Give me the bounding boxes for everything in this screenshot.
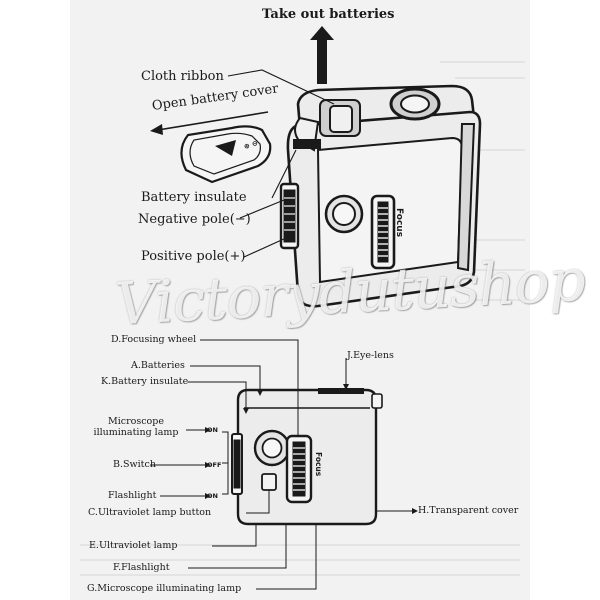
- label-flashlight-side: Flashlight: [108, 490, 157, 501]
- battery-compartment: [293, 99, 361, 152]
- label-microscope-lamp-g: G.Microscope illuminating lamp: [87, 583, 242, 594]
- focus-label-top: Focus: [394, 208, 404, 238]
- bottom-leader-lines: [150, 339, 412, 590]
- label-focusing-wheel: D.Focusing wheel: [111, 334, 197, 345]
- switch-off: OFF: [207, 461, 222, 469]
- label-microscope-lamp-line2: illuminating lamp: [93, 427, 179, 438]
- side-switch-bottom: [231, 433, 243, 495]
- focus-label-bottom: Focus: [314, 452, 323, 477]
- lamp-window-top: [324, 194, 364, 234]
- label-uv-lamp-button: C.Ultraviolet lamp button: [88, 507, 212, 518]
- label-cloth-ribbon: Cloth ribbon: [141, 69, 224, 84]
- label-batteries: A.Batteries: [131, 360, 185, 371]
- switch-on-top: ON: [207, 426, 218, 434]
- label-uv-lamp: E.Ultraviolet lamp: [89, 540, 178, 551]
- label-switch: B.Switch: [113, 459, 156, 470]
- label-battery-insulate-k: K.Battery insulate: [101, 376, 189, 387]
- label-eye-lens: J.Eye-lens: [347, 350, 394, 361]
- label-flashlight-f: F.Flashlight: [113, 562, 170, 573]
- focus-wheel-bottom: [285, 434, 313, 504]
- uv-lamp-button-bottom: [261, 473, 277, 491]
- top-leader-lines: [227, 69, 335, 258]
- switch-on-bottom: ON: [207, 492, 218, 500]
- take-out-arrow: [310, 26, 334, 84]
- side-switch-top: [279, 182, 300, 250]
- leader-arrowheads: [205, 384, 418, 514]
- battery-cover: [180, 125, 272, 184]
- lamp-window-bottom: [253, 429, 291, 467]
- label-battery-insulate: Battery insulate: [141, 190, 247, 205]
- label-microscope-lamp-line1: Microscope: [108, 416, 164, 427]
- label-negative-pole: Negative pole(−): [138, 212, 251, 227]
- label-positive-pole: Positive pole(+): [141, 249, 246, 264]
- cover-arrow: [150, 111, 269, 135]
- label-take-out-batteries: Take out batteries: [262, 7, 395, 22]
- label-transparent-cover: H.Transparent cover: [418, 505, 519, 516]
- focus-wheel-top: [370, 194, 396, 270]
- switch-bracket: [222, 431, 229, 495]
- eye-lens-top: [389, 87, 441, 121]
